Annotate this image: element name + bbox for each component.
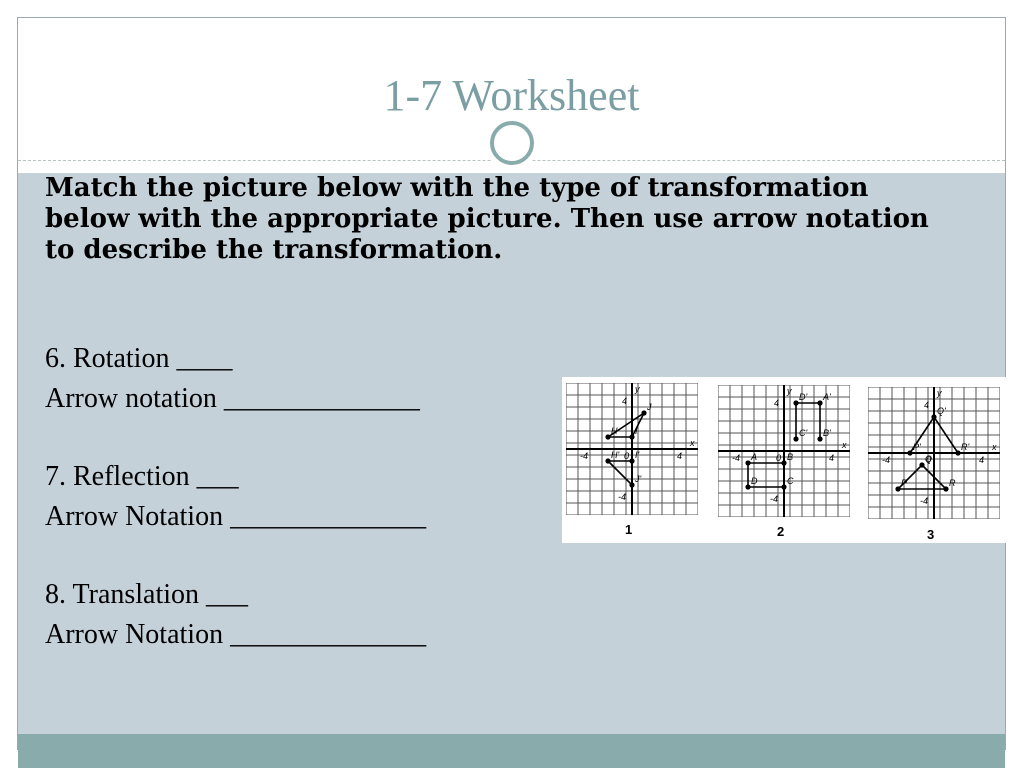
point-P': [907, 450, 913, 456]
figure-number-3: 3: [927, 527, 935, 542]
point-label-A: A: [750, 452, 757, 462]
figure-edge: [897, 464, 923, 490]
point-H': [605, 458, 611, 464]
origin-label: 0: [926, 455, 931, 465]
origin-label: 0: [776, 453, 781, 463]
point-label-H: H: [611, 426, 618, 436]
point-D: [745, 484, 751, 490]
y-axis-label: y: [786, 386, 792, 396]
point-J': [629, 482, 635, 488]
figure-edge: [921, 464, 947, 490]
point-C: [781, 484, 787, 490]
point-J: [641, 410, 647, 416]
point-R: [943, 486, 949, 492]
point-label-Q: Q: [925, 454, 932, 464]
question-6-arrow: Arrow notation ______________: [45, 383, 420, 414]
tick-label: 4: [774, 398, 779, 408]
graph-3: x y 0 4 -4 4 -4 Q' P' R' Q P R: [868, 387, 1000, 519]
figure-number-2: 2: [777, 524, 785, 539]
figure-edge: [607, 412, 645, 438]
point-label-I': I': [635, 450, 640, 460]
tick-label: 4: [979, 455, 984, 465]
point-I: [629, 434, 635, 440]
point-label-H': H': [611, 450, 619, 460]
point-label-I: I: [635, 426, 638, 436]
point-label-P': P': [913, 442, 921, 452]
point-label-B': B': [823, 428, 831, 438]
point-label-J': J': [634, 474, 642, 484]
x-axis-label: x: [841, 440, 847, 450]
tick-label: -4: [580, 451, 588, 461]
tick-label: 4: [829, 453, 834, 463]
point-A': [817, 400, 823, 406]
question-7-arrow: Arrow Notation ______________: [45, 501, 427, 532]
point-label-R: R: [949, 478, 956, 488]
point-D': [793, 400, 799, 406]
figure-number-1: 1: [625, 522, 633, 537]
y-axis-label: y: [634, 384, 640, 394]
point-C': [793, 436, 799, 442]
tick-label: -4: [882, 455, 890, 465]
tick-label: -4: [618, 492, 626, 502]
point-label-J: J: [646, 402, 652, 412]
figure-edge: [909, 416, 935, 454]
slide-title: 1-7 Worksheet: [383, 71, 640, 120]
point-Q: [919, 462, 925, 468]
x-axis-label: x: [689, 438, 695, 448]
point-Q': [931, 414, 937, 420]
tick-label: -4: [920, 496, 928, 506]
point-label-B: B: [787, 452, 793, 462]
question-8-label: 8. Translation ___: [45, 579, 249, 610]
point-label-P: P: [901, 478, 907, 488]
point-label-D': D': [799, 392, 807, 402]
point-label-C: C: [787, 476, 794, 486]
figure-panel: x y 0 4 -4 4 -4 J H I H' I' J' 1 x y 0 4 -4 4 -4 D' A' C' B' A B…: [562, 377, 1006, 543]
origin-label: 0: [624, 451, 629, 461]
footer-bar: [18, 734, 1005, 768]
point-B: [781, 460, 787, 466]
tick-label: 4: [924, 400, 929, 410]
point-I': [629, 458, 635, 464]
question-8-arrow: Arrow Notation ______________: [45, 619, 427, 650]
figure-edge: [933, 416, 959, 454]
point-label-Q': Q': [937, 406, 946, 416]
graph-2: x y 0 4 -4 4 -4 D' A' C' B' A B D C: [718, 385, 850, 517]
point-label-A': A': [822, 392, 831, 402]
graph-1: x y 0 4 -4 4 -4 J H I H' I' J': [566, 383, 698, 515]
question-6-label: 6. Rotation ____: [45, 343, 233, 374]
point-R': [955, 450, 961, 456]
x-axis-label: x: [991, 442, 997, 452]
y-axis-label: y: [936, 388, 942, 398]
tick-label: 4: [677, 451, 682, 461]
point-H: [605, 434, 611, 440]
point-A: [745, 460, 751, 466]
point-label-C': C': [799, 428, 807, 438]
instructions-text: Match the picture below with the type of…: [45, 173, 929, 265]
tick-label: -4: [770, 494, 778, 504]
tick-label: 4: [622, 396, 627, 406]
point-label-R': R': [961, 442, 969, 452]
divider-circle-inner: [490, 121, 534, 165]
figure-edge: [607, 460, 633, 486]
figure-edge: [631, 412, 645, 438]
point-P: [895, 486, 901, 492]
question-7-label: 7. Reflection ___: [45, 461, 239, 492]
tick-label: -4: [732, 453, 740, 463]
point-label-D: D: [751, 476, 758, 486]
point-B': [817, 436, 823, 442]
